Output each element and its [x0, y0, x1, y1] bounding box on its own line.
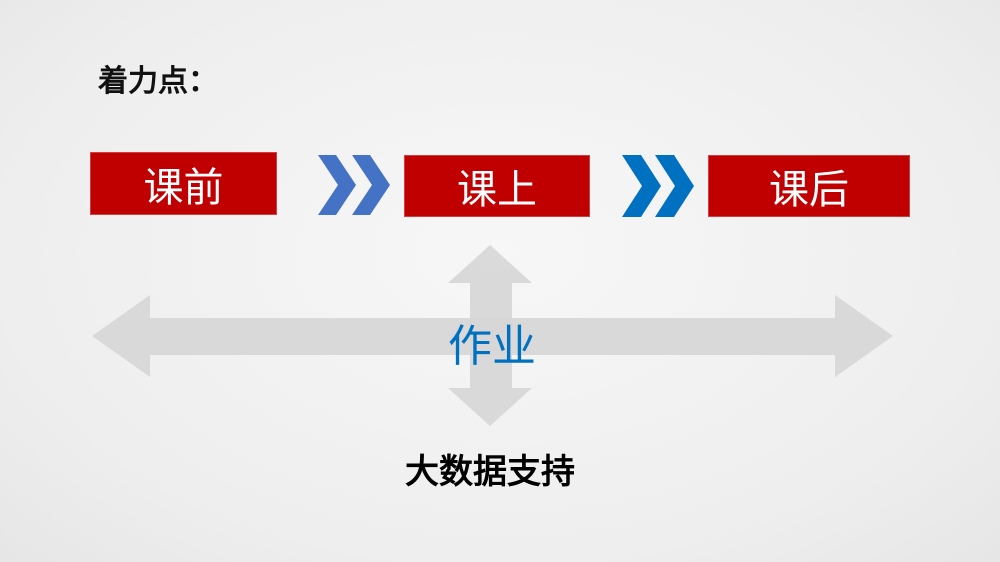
stage-before-class: 课前 [90, 152, 277, 215]
vertical-double-arrow [448, 245, 532, 426]
chevron-icon-1 [318, 155, 390, 215]
stage-after-class: 课后 [708, 155, 910, 217]
chevron-icon-2 [622, 155, 694, 217]
stage-in-class: 课上 [404, 155, 590, 217]
big-data-support-label: 大数据支持 [405, 452, 575, 492]
slide-title: 着力点： [98, 64, 218, 99]
homework-label: 作业 [448, 321, 536, 372]
